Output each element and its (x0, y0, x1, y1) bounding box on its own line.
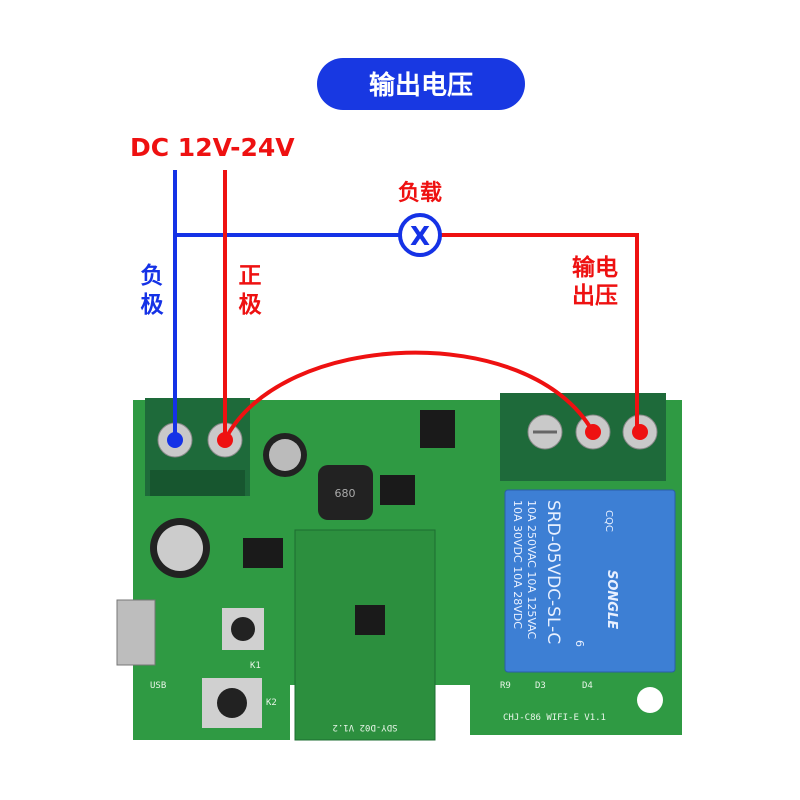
supply-label: DC 12V-24V (130, 133, 295, 162)
svg-text:R9: R9 (500, 681, 511, 691)
svg-text:SDY-D02 V1.2: SDY-D02 V1.2 (332, 722, 397, 732)
svg-text:X: X (410, 222, 430, 252)
svg-text:D4: D4 (582, 681, 593, 691)
output-label-2: 出压 (572, 283, 618, 309)
positive-label-2: 极 (239, 292, 262, 318)
svg-text:K2: K2 (266, 698, 277, 708)
svg-text:CHJ-C86 WIFI-E V1.1: CHJ-C86 WIFI-E V1.1 (503, 713, 606, 723)
svg-text:680: 680 (335, 487, 356, 500)
svg-text:K1: K1 (250, 661, 261, 671)
inductor (318, 465, 373, 520)
svg-text:10A 30VDC 10A 28VDC: 10A 30VDC 10A 28VDC (511, 500, 524, 629)
output-terminal-dot-1 (585, 424, 601, 440)
wifi-module (294, 529, 436, 741)
svg-text:SRD-05VDC-SL-C: SRD-05VDC-SL-C (543, 500, 563, 644)
output-terminal-dot-2 (632, 424, 648, 440)
positive-label-1: 正 (239, 263, 262, 289)
wires (173, 170, 639, 441)
micro-usb-port (116, 599, 156, 666)
svg-text:D3: D3 (535, 681, 546, 691)
negative-terminal-dot (167, 432, 183, 448)
svg-text:CQC: CQC (603, 510, 614, 532)
svg-text:SONGLE: SONGLE (604, 570, 619, 629)
svg-text:USB: USB (150, 681, 166, 691)
title-badge: 输出电压 (317, 58, 525, 110)
load-label: 负载 (398, 180, 442, 206)
title-text: 输出电压 (369, 70, 473, 101)
relay: SRD-05VDC-SL-C 10A 250VAC 10A 125VAC 10A… (504, 489, 676, 673)
output-label-1: 输电 (572, 254, 618, 281)
negative-label-1: 负 (141, 263, 164, 289)
svg-text:10A 250VAC 10A 125VAC: 10A 250VAC 10A 125VAC (525, 500, 538, 640)
svg-text:6: 6 (573, 640, 586, 647)
negative-label-2: 极 (141, 292, 164, 318)
positive-terminal-dot (217, 432, 233, 448)
load-lamp-icon: X (398, 213, 442, 257)
